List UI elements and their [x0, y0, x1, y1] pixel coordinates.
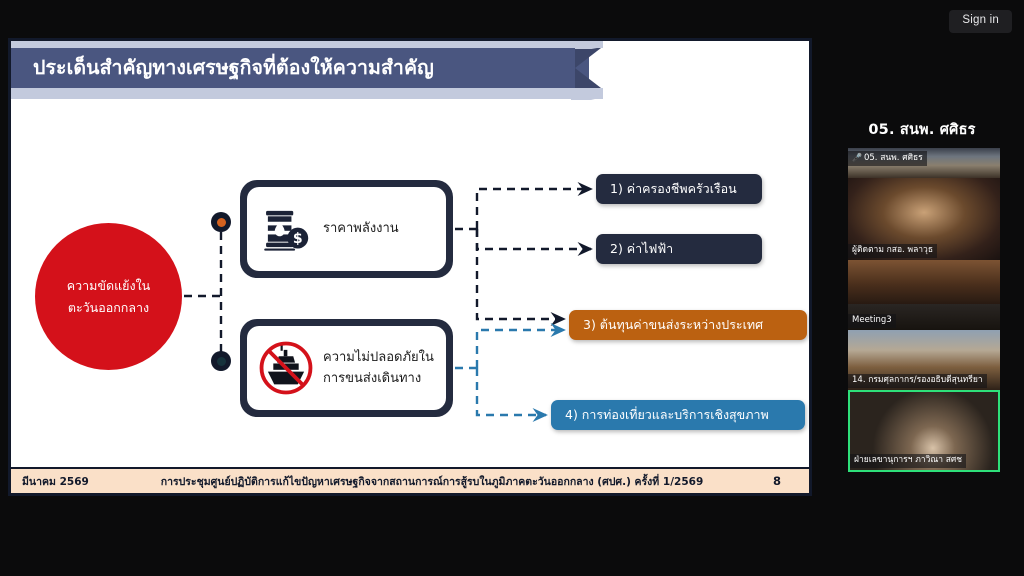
title-band-bottom-accent: [11, 88, 603, 99]
central-issue-line1: ความขัดแย้งใน: [66, 277, 151, 293]
no-ship-icon: [259, 341, 313, 395]
footer-meeting-title: การประชุมศูนย์ปฏิบัติการแก้ไขปัญหาเศรษฐก…: [160, 475, 704, 488]
video-thumbnail-6-label: ฝ่ายเลขานุการฯ ภาวิณา สศช: [850, 454, 967, 468]
effect-box-tourism-health-services: 4) การท่องเที่ยวและบริการเชิงสุขภาพ: [551, 400, 805, 430]
title-band-chevron: [575, 48, 601, 88]
page-title: ประเด็นสำคัญทางเศรษฐกิจที่ต้องให้ความสำค…: [33, 56, 434, 79]
cause-label-transport-insecurity: ความไม่ปลอดภัยใน การขนส่งเดินทาง: [323, 347, 434, 390]
video-thumbnail-1-label: 🎤05. สนพ. ศศิธร: [848, 151, 927, 166]
branch-node-transport: [211, 351, 231, 371]
branch-node-energy: [211, 212, 231, 232]
effect-box-electricity-cost: 2) ค่าไฟฟ้า: [596, 234, 762, 264]
video-thumbnail-3[interactable]: [848, 260, 1000, 304]
slide-title-band: ประเด็นสำคัญทางเศรษฐกิจที่ต้องให้ความสำค…: [11, 41, 809, 100]
video-thumbnail-1[interactable]: 🎤05. สนพ. ศศิธร: [848, 148, 1000, 178]
video-panel: 05. สนพ. ศศิธร 🎤05. สนพ. ศศิธร ผู้ติดตาม…: [820, 38, 1024, 508]
presentation-slide: ประเด็นสำคัญทางเศรษฐกิจที่ต้องให้ความสำค…: [8, 38, 812, 496]
video-thumbnail-2-label: ผู้ติดตาม กสอ. พลาวุธ: [848, 244, 938, 258]
effect-box-intl-freight-cost: 3) ต้นทุนค่าขนส่งระหว่างประเทศ: [569, 310, 807, 340]
oil-barrel-dollar-icon: $: [264, 210, 309, 251]
central-issue-circle: ความขัดแย้งใน ตะวันออกกลาง: [35, 223, 182, 370]
slide-footer: มีนาคม 2569 การประชุมศูนย์ปฏิบัติการแก้ไ…: [11, 467, 809, 493]
muted-mic-icon: 🎤: [852, 153, 862, 162]
thumbnail-strip: 🎤05. สนพ. ศศิธร ผู้ติดตาม กสอ. พลาวุธ Me…: [848, 148, 1000, 472]
central-issue-line2: ตะวันออกกลาง: [67, 299, 150, 315]
effect-box-household-cost: 1) ค่าครองชีพครัวเรือน: [596, 174, 762, 204]
cause-box-energy-price: $ ราคาพลังงาน: [240, 180, 453, 278]
footer-page-number: 8: [772, 474, 781, 488]
video-thumbnail-5[interactable]: 14. กรมศุลกากร/รองอธิบดีสุนทรียา: [848, 330, 1000, 390]
active-speaker-name: 05. สนพ. ศศิธร: [868, 122, 976, 138]
cause-label-energy-price: ราคาพลังงาน: [323, 221, 399, 237]
video-thumbnail-1-text: 05. สนพ. ศศิธร: [863, 153, 923, 163]
sign-in-button[interactable]: Sign in: [949, 10, 1012, 33]
video-thumbnail-5-label: 14. กรมศุลกากร/รองอธิบดีสุนทรียา: [848, 374, 987, 388]
footer-date: มีนาคม 2569: [22, 475, 89, 488]
video-thumbnail-4[interactable]: Meeting3: [848, 304, 1000, 330]
cause-label-transport-line2: การขนส่งเดินทาง: [323, 371, 422, 386]
cause-label-transport-line1: ความไม่ปลอดภัยใน: [323, 349, 434, 365]
video-thumbnail-4-label: Meeting3: [848, 314, 896, 328]
video-thumbnail-2[interactable]: ผู้ติดตาม กสอ. พลาวุธ: [848, 178, 1000, 260]
video-frame-3: [848, 260, 1000, 304]
cause-box-transport-insecurity: ความไม่ปลอดภัยใน การขนส่งเดินทาง: [240, 319, 453, 417]
title-band-main: [11, 48, 589, 88]
video-thumbnail-6-active[interactable]: ฝ่ายเลขานุการฯ ภาวิณา สศช: [848, 390, 1000, 472]
title-band-chevron-bottom-accent: [571, 88, 595, 100]
svg-text:$: $: [293, 231, 303, 247]
title-band-chevron-top-accent: [575, 41, 597, 49]
title-band-top-accent: [11, 41, 603, 48]
